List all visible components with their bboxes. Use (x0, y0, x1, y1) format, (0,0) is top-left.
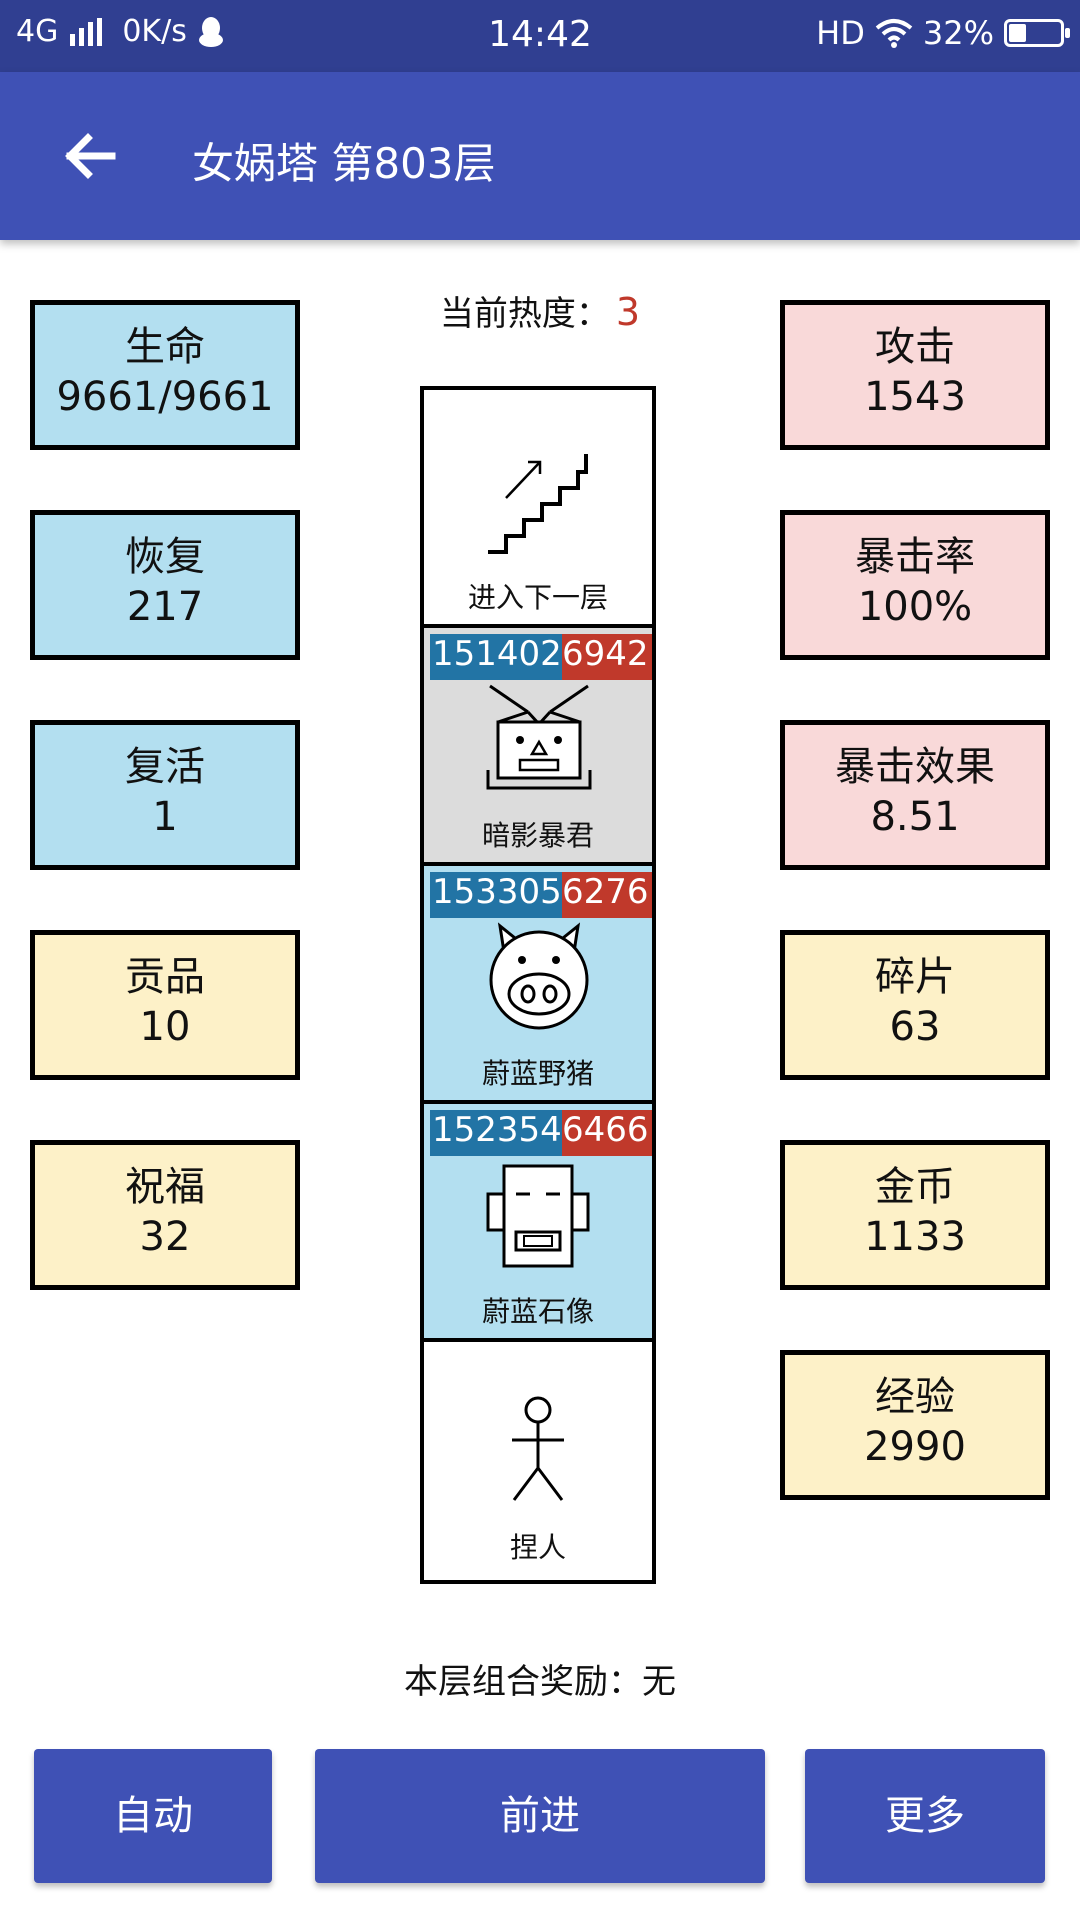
back-button[interactable] (58, 124, 122, 188)
stairs-up-icon (488, 454, 588, 554)
stat-value: 63 (889, 1004, 941, 1050)
stat-value: 32 (139, 1214, 191, 1260)
hd-indicator: HD (816, 14, 865, 52)
heat-indicator: 当前热度：3 (0, 286, 1080, 335)
stat-label: 复活 (125, 744, 205, 790)
shadow-tyrant-icon (486, 684, 592, 790)
stat-gold: 金币 1133 (780, 1140, 1050, 1290)
monster-attack: 6942 (562, 634, 652, 680)
stat-value: 1 (152, 794, 178, 840)
player-cell[interactable]: 捏人 (424, 1342, 652, 1580)
stat-experience: 经验 2990 (780, 1350, 1050, 1500)
monster-cell[interactable]: 153305 6276 蔚蓝野猪 (424, 866, 652, 1100)
stairs-cell[interactable]: 进入下一层 (424, 390, 652, 624)
monster-cell[interactable]: 151402 6942 暗影暴君 (424, 628, 652, 862)
stat-label: 经验 (875, 1374, 955, 1420)
stat-label: 祝福 (125, 1164, 205, 1210)
stat-label: 生命 (125, 324, 205, 370)
stat-label: 金币 (875, 1164, 955, 1210)
heat-label: 当前热度： (439, 294, 610, 334)
qq-icon (198, 16, 223, 47)
tower-divider (424, 624, 652, 628)
stat-blessing: 祝福 32 (30, 1140, 300, 1290)
stat-label: 贡品 (125, 954, 205, 1000)
wifi-icon (875, 19, 913, 48)
bonus-value: 无 (642, 1662, 676, 1702)
stick-figure-icon (512, 1396, 564, 1501)
tower-divider (424, 1338, 652, 1342)
arrow-left-icon (65, 133, 116, 179)
monster-stats-bar: 153305 6276 (430, 872, 652, 918)
signal-icon (70, 17, 103, 46)
network-type: 4G (16, 14, 59, 49)
monster-name: 暗影暴君 (481, 819, 594, 852)
monster-attack: 6466 (562, 1110, 652, 1156)
clock: 14:42 (488, 14, 592, 55)
status-bar: 4G 0K/s 14:42 HD 32% (0, 0, 1080, 72)
tower-divider (424, 1100, 652, 1104)
network-speed: 0K/s (122, 14, 187, 49)
heat-value: 3 (615, 290, 641, 334)
monster-stats-bar: 151402 6942 (430, 634, 652, 680)
stat-revive: 复活 1 (30, 720, 300, 870)
monster-hp: 153305 (430, 872, 562, 918)
auto-button[interactable]: 自动 (34, 1749, 272, 1883)
stat-fragments: 碎片 63 (780, 930, 1050, 1080)
more-button[interactable]: 更多 (805, 1749, 1045, 1883)
stat-hp: 生命 9661/9661 (30, 300, 300, 450)
stat-tribute: 贡品 10 (30, 930, 300, 1080)
stat-label: 攻击 (875, 324, 955, 370)
stat-crit-effect: 暴击效果 8.51 (780, 720, 1050, 870)
monster-name: 蔚蓝石像 (481, 1295, 594, 1328)
stat-value: 1543 (864, 374, 966, 420)
app-bar: 女娲塔 第803层 (0, 72, 1080, 240)
monster-name: 蔚蓝野猪 (481, 1057, 594, 1090)
stat-value: 1133 (864, 1214, 966, 1260)
stat-value: 217 (126, 584, 204, 630)
battery-icon (1004, 19, 1070, 47)
monster-hp: 152354 (430, 1110, 562, 1156)
azure-statue-icon (486, 1164, 590, 1268)
battery-level (1009, 24, 1027, 42)
stat-value: 2990 (864, 1424, 966, 1470)
stat-label: 暴击效果 (835, 744, 995, 790)
stat-value: 10 (139, 1004, 191, 1050)
stairs-label: 进入下一层 (467, 581, 608, 614)
stat-attack: 攻击 1543 (780, 300, 1050, 450)
stat-label: 碎片 (875, 954, 955, 1000)
stat-crit-rate: 暴击率 100% (780, 510, 1050, 660)
stat-label: 暴击率 (855, 534, 975, 580)
tower-divider (424, 862, 652, 866)
stat-recover: 恢复 217 (30, 510, 300, 660)
battery-percent: 32% (922, 14, 994, 52)
forward-button[interactable]: 前进 (315, 1749, 765, 1883)
monster-attack: 6276 (562, 872, 652, 918)
monster-stats-bar: 152354 6466 (430, 1110, 652, 1156)
tower: 进入下一层 151402 6942 暗影暴君 153305 6276 (420, 386, 656, 1584)
player-label: 捏人 (509, 1531, 566, 1564)
monster-cell[interactable]: 152354 6466 蔚蓝石像 (424, 1104, 652, 1338)
page-title: 女娲塔 第803层 (192, 139, 496, 188)
stat-value: 9661/9661 (56, 374, 274, 420)
azure-boar-icon (489, 922, 589, 1030)
stat-label: 恢复 (125, 534, 205, 580)
monster-hp: 151402 (430, 634, 562, 680)
stat-value: 8.51 (870, 794, 960, 840)
bonus-label: 本层组合奖励： (404, 1662, 642, 1702)
stat-value: 100% (857, 584, 973, 630)
floor-bonus: 本层组合奖励：无 (0, 1654, 1080, 1703)
